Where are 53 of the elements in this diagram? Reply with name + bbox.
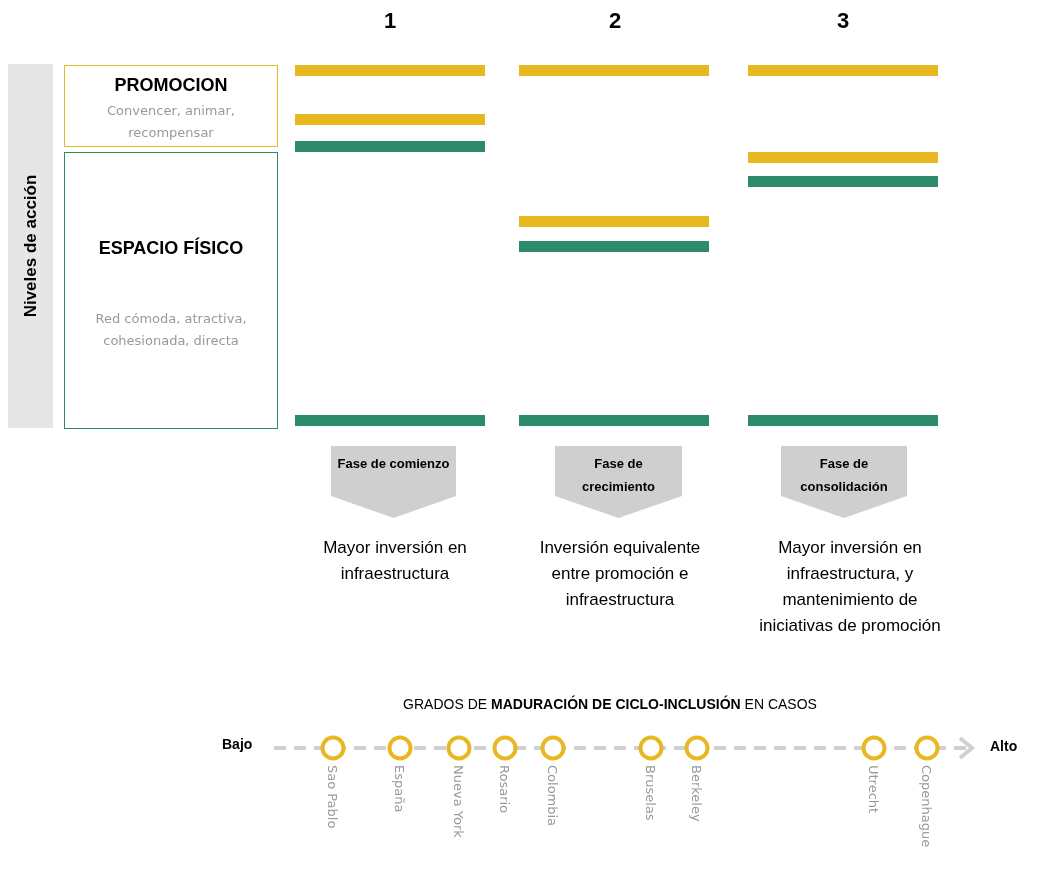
city-label: Utrecht (866, 765, 881, 814)
column-number: 1 (382, 8, 398, 34)
case-marker (492, 735, 518, 761)
case-marker (540, 735, 566, 761)
phase-label: Fase de crecimiento (581, 455, 656, 496)
column-number: 3 (835, 8, 851, 34)
band-title: Niveles de acción (20, 174, 41, 318)
city-label: Sao Pablo (325, 765, 340, 829)
city-label: España (392, 765, 407, 813)
scale-end-label: Alto (990, 738, 1019, 754)
case-marker (861, 735, 887, 761)
level-bar (748, 415, 938, 426)
level-bar (295, 415, 485, 426)
phase-chevron (331, 446, 456, 518)
city-label: Rosario (497, 765, 512, 814)
phase-label: Fase de comienzo (336, 455, 451, 473)
case-marker (638, 735, 664, 761)
level-bar (519, 241, 709, 252)
level-box (64, 152, 278, 429)
phase-chevron (555, 446, 682, 518)
level-bar (519, 415, 709, 426)
scale-end-label: Bajo (222, 736, 254, 752)
level-bar (519, 216, 709, 227)
level-bar (748, 176, 938, 187)
case-marker (446, 735, 472, 761)
phase-description: Mayor inversión en infraestructura (322, 537, 468, 585)
level-bar (295, 65, 485, 76)
side-band (8, 64, 53, 428)
box-heading: PROMOCION (113, 74, 229, 97)
city-label: Nueva York (451, 765, 466, 838)
level-bar (748, 65, 938, 76)
phase-label: Fase de consolidación (799, 455, 889, 496)
box-heading: ESPACIO FÍSICO (97, 236, 245, 260)
case-marker (320, 735, 346, 761)
level-bar (295, 114, 485, 125)
case-marker (914, 735, 940, 761)
box-description: Convencer, animar, recompensar (106, 102, 236, 142)
city-label: Colombia (545, 765, 560, 827)
box-description: Red cómoda, atractiva, cohesionada, directa (94, 310, 248, 350)
phase-description: Inversión equivalente entre promoción e infraestructura (538, 537, 702, 611)
city-label: Copenhague (919, 765, 934, 848)
phase-chevron (781, 446, 907, 518)
phase-description: Mayor inversión en infraestructura, y mantenimiento de iniciativas de promoción (758, 537, 942, 637)
city-label: Berkeley (689, 765, 704, 822)
city-label: Bruselas (643, 765, 658, 821)
case-marker (387, 735, 413, 761)
level-bar (519, 65, 709, 76)
column-number: 2 (607, 8, 623, 34)
timeline-title: GRADOS DE MADURACIÓN DE CICLO-INCLUSIÓN EN CASOS (402, 696, 818, 712)
level-bar (748, 152, 938, 163)
level-box (64, 65, 278, 147)
case-marker (684, 735, 710, 761)
level-bar (295, 141, 485, 152)
